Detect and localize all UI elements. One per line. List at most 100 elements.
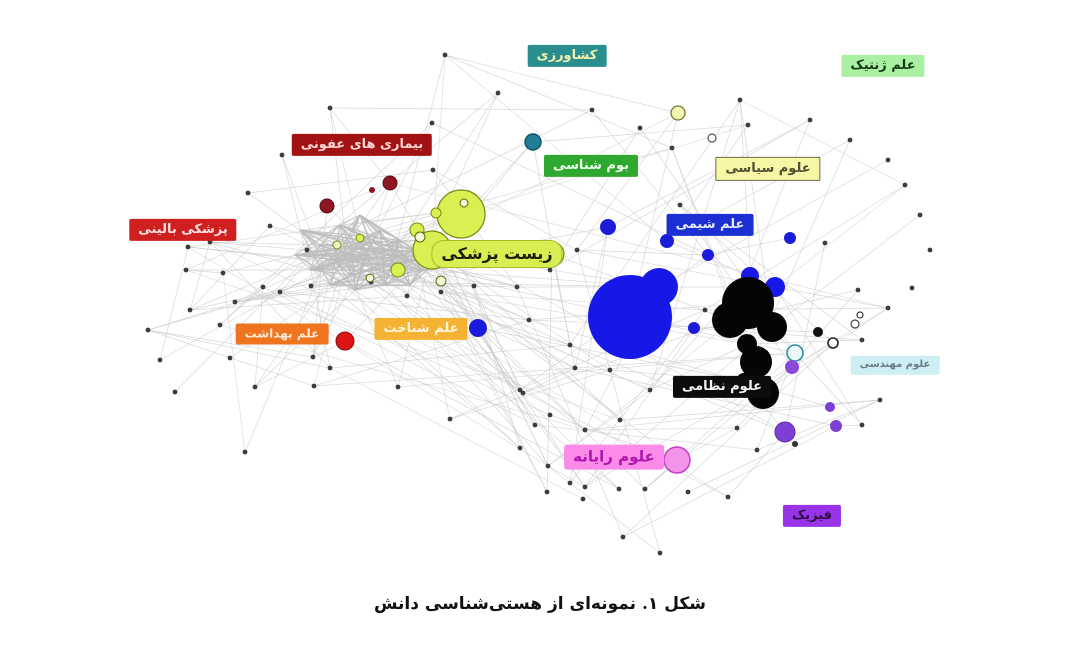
graph-edge	[424, 269, 586, 431]
graph-vertex	[847, 137, 853, 143]
graph-edge	[519, 389, 729, 498]
graph-edge	[349, 274, 399, 388]
graph-vertex	[187, 307, 193, 313]
graph-vertex	[754, 447, 760, 453]
graph-edge	[429, 259, 586, 488]
graph-edge	[569, 226, 609, 484]
graph-node	[335, 331, 355, 351]
graph-edge	[364, 254, 386, 286]
graph-edge	[309, 269, 351, 276]
graph-node	[390, 262, 406, 278]
graph-edge	[234, 284, 331, 303]
graph-edge	[532, 124, 749, 143]
graph-edge	[399, 239, 411, 286]
graph-edge	[762, 307, 889, 394]
graph-edge	[329, 214, 361, 286]
graph-vertex	[637, 125, 643, 131]
graph-vertex	[582, 427, 588, 433]
graph-edge	[247, 169, 434, 194]
graph-edge	[432, 169, 578, 251]
graph-node	[785, 360, 799, 374]
graph-node	[830, 420, 842, 432]
graph-edge	[584, 427, 738, 431]
graph-vertex	[859, 337, 865, 343]
graph-edge	[313, 367, 576, 387]
graph-edge	[444, 54, 673, 149]
graph-vertex	[207, 239, 213, 245]
graph-vertex	[520, 390, 526, 396]
graph-vertex	[909, 285, 915, 291]
graph-node	[459, 198, 469, 208]
graph-vertex	[547, 412, 553, 418]
graph-node	[660, 234, 674, 248]
graph-edge	[329, 107, 593, 111]
graph-edge	[339, 224, 416, 251]
graph-vertex	[185, 244, 191, 250]
graph-node	[707, 133, 717, 143]
graph-edge	[209, 241, 521, 391]
graph-vertex	[517, 387, 523, 393]
graph-edge	[424, 269, 678, 461]
graph-edge	[219, 286, 264, 326]
graph-edge	[549, 119, 811, 271]
graph-edge	[409, 284, 651, 391]
graph-vertex	[495, 90, 501, 96]
graph-edge	[147, 329, 314, 358]
graph-vertex	[260, 284, 266, 290]
graph-edge	[406, 295, 571, 346]
graph-vertex	[545, 463, 551, 469]
graph-edge	[440, 291, 576, 369]
graph-vertex	[917, 212, 923, 218]
graph-vertex	[183, 267, 189, 273]
graph-edge	[549, 414, 678, 461]
graph-edge	[574, 226, 609, 369]
figure-caption: شکل ۱. نمونه‌ای از هستی‌شناسی دانش	[374, 594, 706, 614]
graph-edge	[609, 369, 745, 382]
graph-edge	[189, 241, 211, 311]
graph-edge	[209, 241, 321, 246]
graph-vertex	[404, 293, 410, 299]
graph-edge	[444, 54, 679, 114]
graph-vertex	[327, 365, 333, 371]
graph-edge	[334, 241, 373, 261]
graph-edge	[549, 127, 641, 271]
graph-edge	[339, 224, 353, 249]
graph-edge	[334, 259, 411, 286]
graph-edge	[576, 249, 889, 309]
graph-edge	[262, 286, 536, 426]
graph-vertex	[220, 270, 226, 276]
graph-node	[435, 275, 447, 287]
graph-edge	[371, 124, 749, 243]
graph-edge	[576, 249, 709, 256]
graph-node	[792, 441, 798, 447]
graph-vertex	[429, 120, 435, 126]
graph-vertex	[471, 283, 477, 289]
graph-edge	[397, 352, 796, 388]
graph-edge	[279, 224, 341, 293]
graph-edge	[379, 147, 673, 231]
graph-vertex	[855, 287, 861, 293]
graph-vertex	[616, 486, 622, 492]
graph-edge	[359, 214, 416, 251]
graph-vertex	[157, 357, 163, 363]
graph-node	[414, 231, 426, 243]
graph-node	[332, 240, 342, 250]
graph-vertex	[859, 422, 865, 428]
graph-edge	[440, 280, 530, 321]
graph-edge	[187, 212, 437, 248]
graph-edge	[756, 399, 881, 451]
graph-edge	[649, 99, 741, 391]
graph-node	[436, 189, 486, 239]
graph-vertex	[737, 97, 743, 103]
graph-vertex	[304, 247, 310, 253]
graph-node	[319, 198, 335, 214]
graph-node	[856, 311, 864, 319]
graph-vertex	[217, 322, 223, 328]
graph-edge	[666, 124, 749, 242]
graph-vertex	[245, 190, 251, 196]
graph-edge	[209, 241, 311, 271]
graph-vertex	[311, 383, 317, 389]
graph-vertex	[172, 389, 178, 395]
graph-vertex	[574, 247, 580, 253]
